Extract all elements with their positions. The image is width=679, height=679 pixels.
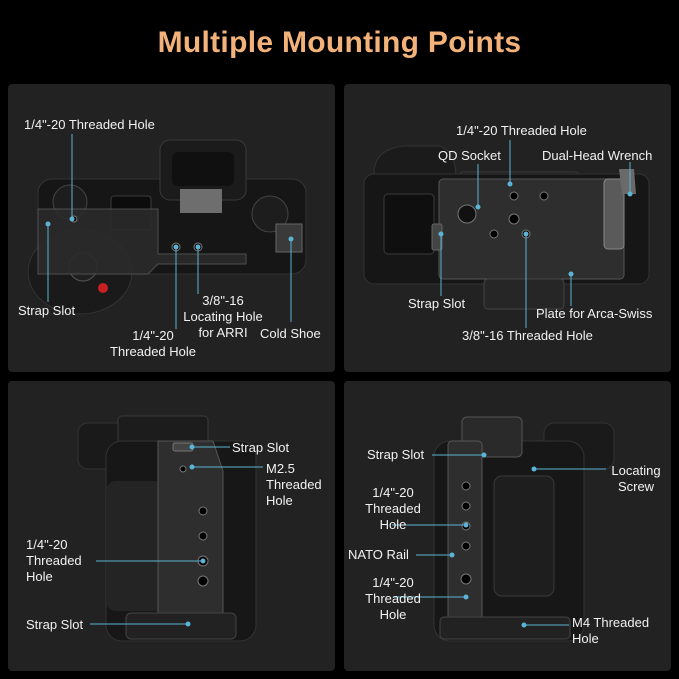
label-quarter-hole-2: 1/4"-20 Threaded Hole xyxy=(358,575,428,623)
mode-dial xyxy=(251,195,289,233)
label-quarter-hole: 1/4"-20 Threaded Hole xyxy=(26,537,82,585)
label-nato-rail: NATO Rail xyxy=(348,547,409,562)
label-m25-line1: M2.5 xyxy=(266,461,295,476)
grip-texture xyxy=(106,481,166,611)
label-quarter-line1: 1/4"-20 xyxy=(132,328,174,343)
label-locating-hole: 3/8"-16 Locating Hole for ARRI xyxy=(178,293,268,341)
leader-lines xyxy=(440,140,631,328)
label-m4-line1: M4 Threaded xyxy=(572,615,650,630)
leader-lines xyxy=(392,454,606,626)
hot-shoe xyxy=(180,189,222,213)
panel-top-view: 1/4"-20 Threaded Hole Strap Slot 3/8"-16… xyxy=(8,84,335,372)
page-title: Multiple Mounting Points xyxy=(157,26,522,59)
label-strap-slot: Strap Slot xyxy=(18,303,76,318)
label-strap-slot: Strap Slot xyxy=(367,447,425,462)
label-m25-hole: M2.5 Threaded Hole xyxy=(266,461,322,509)
label-quarter-threaded-hole: 1/4"-20 Threaded Hole xyxy=(24,117,155,132)
label-threeeighth-hole: 3/8"-16 Threaded Hole xyxy=(462,328,593,343)
label-q2-line2: Threaded xyxy=(365,591,421,606)
label-locating-line1: 3/8"-16 xyxy=(202,293,244,308)
qd-socket xyxy=(457,204,477,224)
label-dual-head-wrench: Dual-Head Wrench xyxy=(542,148,653,163)
panel-grip-side: Strap Slot M2.5 Threaded Hole 1/4"-20 Th… xyxy=(8,381,335,671)
label-locating-line3: for ARRI xyxy=(198,325,248,340)
label-locating-line2: Screw xyxy=(617,479,655,494)
leader-lines xyxy=(90,446,263,625)
panel-bottom-view: 1/4"-20 Threaded Hole QD Socket Dual-Hea… xyxy=(344,84,671,372)
label-locating-line2: Locating Hole xyxy=(183,309,263,324)
base-plate-tab xyxy=(483,278,565,310)
label-locating-screw: Locating Screw xyxy=(606,463,666,495)
camera-bottom-illustration xyxy=(363,140,650,328)
label-m25-line2: Threaded xyxy=(266,477,322,492)
port-doors xyxy=(493,475,555,597)
camera-grip xyxy=(373,145,457,175)
label-arca-plate: Plate for Arca-Swiss xyxy=(536,306,653,321)
label-quarter-line3: Hole xyxy=(26,569,53,584)
record-button xyxy=(98,283,108,293)
label-quarter-threaded-hole: 1/4"-20 Threaded Hole xyxy=(456,123,587,138)
label-q2-line1: 1/4"-20 xyxy=(372,575,414,590)
camera-left-side-illustration xyxy=(392,416,615,642)
label-m25-line3: Hole xyxy=(266,493,293,508)
label-quarter-line1: 1/4"-20 xyxy=(26,537,68,552)
label-strap-slot-top: Strap Slot xyxy=(232,440,290,455)
panel-left-side: Strap Slot Locating Screw 1/4"-20 Thread… xyxy=(344,381,671,671)
label-m4-hole: M4 Threaded Hole xyxy=(572,615,649,647)
eyecup xyxy=(172,152,234,186)
label-q1-line3: Hole xyxy=(379,517,407,532)
label-q2-line3: Hole xyxy=(379,607,407,622)
label-quarter-line2: Threaded xyxy=(26,553,82,568)
label-m4-line2: Hole xyxy=(572,631,599,646)
nato-rail-plate xyxy=(447,440,483,632)
label-strap-slot-bottom: Strap Slot xyxy=(26,617,84,632)
label-q1-line2: Threaded xyxy=(365,501,421,516)
label-q1-line1: 1/4"-20 xyxy=(372,485,414,500)
label-quarter-hole-2: 1/4"-20 Threaded Hole xyxy=(103,328,203,360)
leader-lines xyxy=(47,134,292,329)
cage-plate xyxy=(37,208,247,275)
label-cold-shoe: Cold Shoe xyxy=(260,326,321,341)
label-quarter-line2: Threaded Hole xyxy=(110,344,196,359)
label-strap-slot: Strap Slot xyxy=(408,296,466,311)
label-locating-line1: Locating xyxy=(611,463,661,478)
camera-top-illustration xyxy=(27,134,307,329)
wrench-head xyxy=(619,169,636,194)
battery-door xyxy=(383,193,435,255)
base-plate xyxy=(438,178,625,280)
camera-grip-side-illustration xyxy=(77,415,263,642)
label-qd-socket: QD Socket xyxy=(438,148,501,163)
wrench xyxy=(603,178,625,250)
label-quarter-hole-1: 1/4"-20 Threaded Hole xyxy=(358,485,428,533)
strap-slot-bracket xyxy=(431,223,443,251)
